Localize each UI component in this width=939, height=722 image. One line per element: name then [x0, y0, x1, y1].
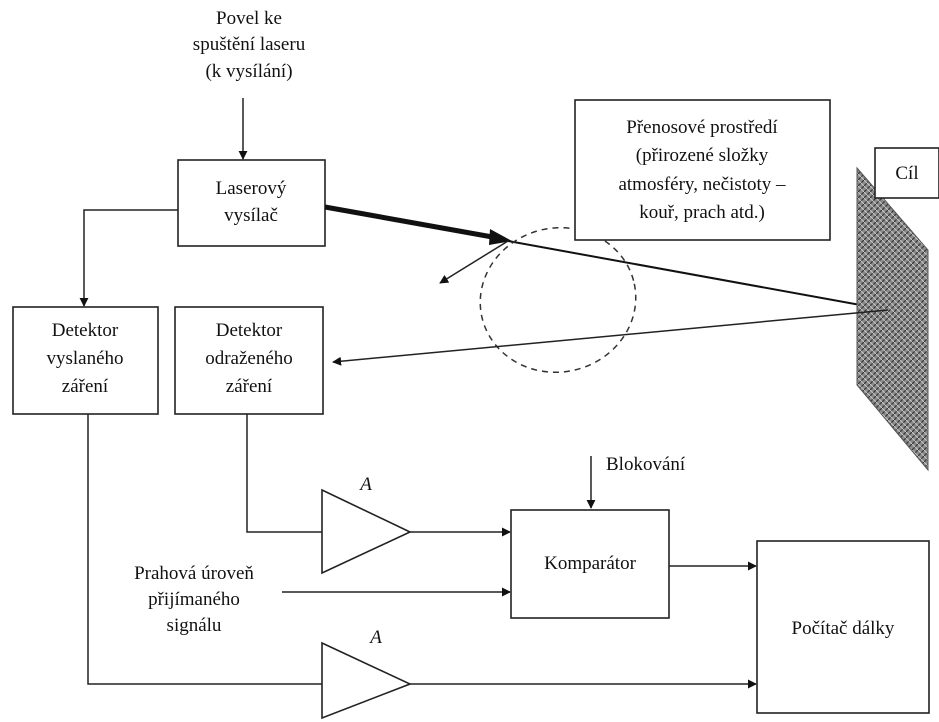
transmitted-detector-box — [12, 306, 159, 415]
beam-arrowhead — [489, 229, 512, 245]
threshold-line-3: signálu — [167, 615, 222, 636]
reflected-detector-box — [174, 306, 324, 415]
comparator-block: Komparátor — [510, 509, 670, 619]
laser-command-label: Povel ke spuštění laseru (k vysílání) — [193, 8, 306, 82]
reflected-to-amp-wire — [246, 414, 322, 533]
laser-transmitter-block: Laserový vysílač — [177, 159, 326, 247]
reflected-beam — [332, 309, 889, 366]
target-block: Cíl — [856, 147, 939, 472]
reflected-detector-block: Detektor odraženého záření — [174, 306, 324, 415]
reflected-detector-line-3: záření — [226, 376, 273, 397]
bottom-amplifier-triangle — [321, 641, 413, 720]
beam-to-target — [507, 240, 889, 311]
laser-transmitter-line-1: Laserový — [216, 178, 287, 199]
transmitted-detector-block: Detektor vyslaného záření — [12, 306, 159, 415]
transmitted-detector-line-3: záření — [62, 376, 109, 397]
comparator-box — [510, 509, 670, 619]
transmitted-detector-line-1: Detektor — [52, 320, 119, 341]
reflected-detector-line-1: Detektor — [216, 320, 283, 341]
threshold-line-1: Prahová úroveň — [134, 563, 254, 584]
medium-line-3: atmosféry, nečistoty – — [618, 174, 786, 195]
threshold-label: Prahová úroveň přijímaného signálu — [134, 563, 254, 636]
top-amplifier-label: A — [358, 474, 372, 495]
blocking-label: Blokování — [606, 454, 686, 475]
medium-line-1: Přenosové prostředí — [626, 117, 778, 138]
scattering-region — [479, 226, 637, 374]
laser-transmitter-box — [177, 159, 326, 247]
threshold-line-2: přijímaného — [148, 589, 240, 610]
scatter-arrow — [439, 240, 509, 284]
range-computer-block: Počítač dálky — [756, 540, 930, 714]
command-line-2: spuštění laseru — [193, 34, 306, 55]
target-surface — [856, 166, 929, 472]
medium-line-4: kouř, prach atd.) — [639, 202, 765, 223]
range-computer-label: Počítač dálky — [792, 618, 895, 639]
target-label: Cíl — [895, 163, 918, 184]
transmission-medium-block: Přenosové prostředí (přirozené složky at… — [574, 99, 831, 241]
medium-line-2: (přirozené složky — [636, 145, 769, 166]
comparator-label: Komparátor — [544, 553, 636, 574]
command-line-1: Povel ke — [216, 8, 282, 29]
bottom-amplifier-label: A — [368, 627, 382, 648]
medium-box — [574, 99, 831, 241]
laser-transmitter-line-2: vysílač — [224, 205, 278, 226]
command-line-3: (k vysílání) — [205, 61, 292, 82]
range-computer-box — [756, 540, 930, 714]
transmitted-beam — [324, 204, 499, 241]
bottom-amplifier: A — [321, 627, 413, 720]
top-amplifier-triangle — [321, 488, 412, 575]
transmitted-to-amp-wire — [87, 414, 322, 685]
transmitted-detector-line-2: vyslaného — [46, 348, 123, 369]
top-amplifier: A — [321, 474, 412, 575]
split-to-detector-wire — [79, 209, 178, 307]
reflected-detector-line-2: odraženého — [205, 348, 293, 369]
target-label-box — [874, 147, 939, 199]
